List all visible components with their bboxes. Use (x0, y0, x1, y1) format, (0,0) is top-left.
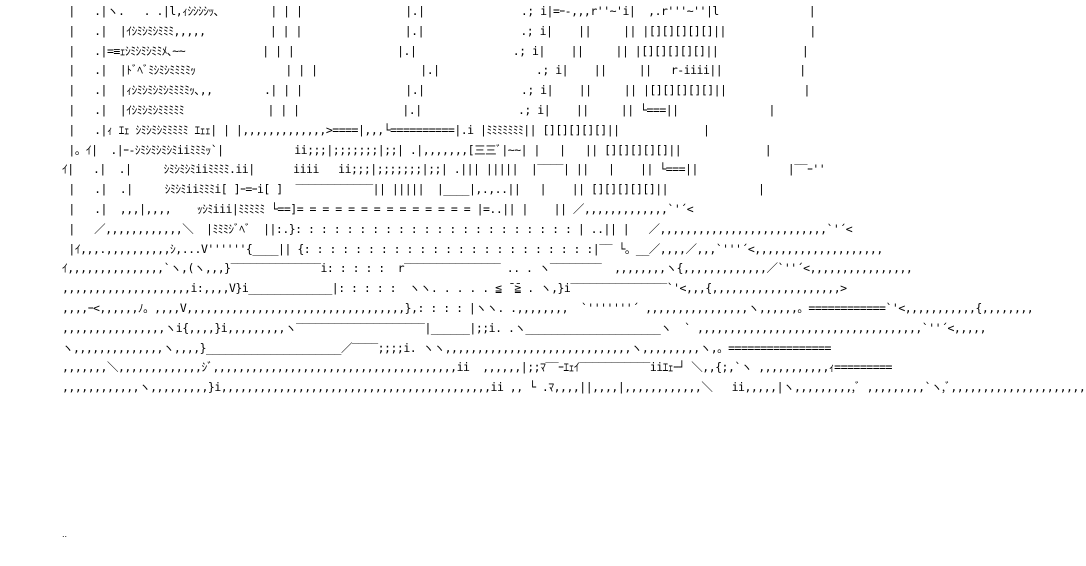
art-line: ,,,,,,,,,,,,,,,,,,,,i:,,,,V}i___________… (62, 281, 847, 296)
art-line: ,,,,,,,＼,,,,,,,,,,,,,ｼﾞ,,,,,,,,,,,,,,,,,… (62, 360, 892, 375)
art-line: | .|ヽ. . .|l,ｨｼｼｼｼｯ､ | | | |.| .; i|=ｰ-,… (62, 4, 816, 18)
art-line: | .| ,,,|,,,, ｯｼﾐiii|ﾐﾐﾐﾐﾐ └==]= = = = =… (62, 201, 694, 216)
art-line: | .| |ｲｼﾐｼﾐｼﾐﾐﾐﾐﾐ | | | |.| .; i| || || … (62, 102, 775, 117)
art-line: | .| |ﾄﾞﾍﾞﾐｼﾐｼﾐﾐﾐﾐｯ | | | |.| .; i| || |… (62, 63, 806, 78)
art-line: | .|ｨ ｴｪ ｼﾐｼﾐｼﾐﾐﾐﾐﾐ ｴｪｪ| | |,,,,,,,,,,,,… (62, 122, 710, 137)
art-line: | .|=≡ｪｼﾐｼﾐｼﾐﾐﾒ､~~ | | | |.| .; i| || ||… (62, 43, 809, 58)
art-line: ｲ,,,,,,,,,,,,,,,`ヽ,(ヽ,,,}‾‾‾‾‾‾‾‾‾‾‾‾‾‾i… (62, 261, 913, 276)
art-line: | .| .| ｼﾐｼﾐiiﾐﾐﾐi[ ]ｰ=ｰi[ ] ‾‾‾‾‾‾‾‾‾‾‾… (62, 182, 765, 197)
footer-dots: .. (62, 530, 68, 539)
art-line: ,,,,,,,,,,,,ヽ,,,,,,,,,}i,,,,,,,,,,,,,,,,… (62, 380, 1086, 395)
art-line: ヽ,,,,,,,,,,,,,,ヽ,,,,}___________________… (62, 340, 831, 355)
ascii-art: | .|ヽ. . .|l,ｨｼｼｼｼｯ､ | | | |.| .; i|=ｰ-,… (62, 2, 1086, 398)
art-line: | .| |ｲｼﾐｼﾐｼﾐﾐﾐ,,,,, | | | |.| .; i| || … (62, 23, 816, 38)
art-line: |ｲ,,,.,,,,,,,,,,ｼ,...V''''''{____|| {: :… (62, 241, 883, 256)
art-line: ,,,,,,,,,,,,,,,,ヽi{,,,,}i,,,,,,,,,ヽ‾‾‾‾‾… (62, 320, 987, 335)
art-line: | ／,,,,,,,,,,,,＼ |ﾐﾐﾐｼﾞﾍﾞ ||:.}: : : : :… (62, 221, 853, 236)
art-line: | .| |ｨｼﾐｼﾐｼﾐｼﾐﾐﾐﾐｯ､,, .| | | |.| .; i| … (62, 83, 810, 98)
art-line: ,,,,ｰ<,,,,,,ﾉ。,,,,V,,,,,,,,,,,,,,,,,,,,,… (62, 300, 1034, 315)
art-line: ｲ| .| .| ｼﾐｼﾐｼﾐiiﾐﾐﾐﾐ.ii| iiii ii;;;|;;;… (62, 162, 826, 177)
art-line: |。ｲ| .|ｰ-ｼﾐｼﾐｼﾐｼﾐiiﾐﾐﾐｯ`| ii;;;|;;;;;;;|… (62, 142, 772, 157)
